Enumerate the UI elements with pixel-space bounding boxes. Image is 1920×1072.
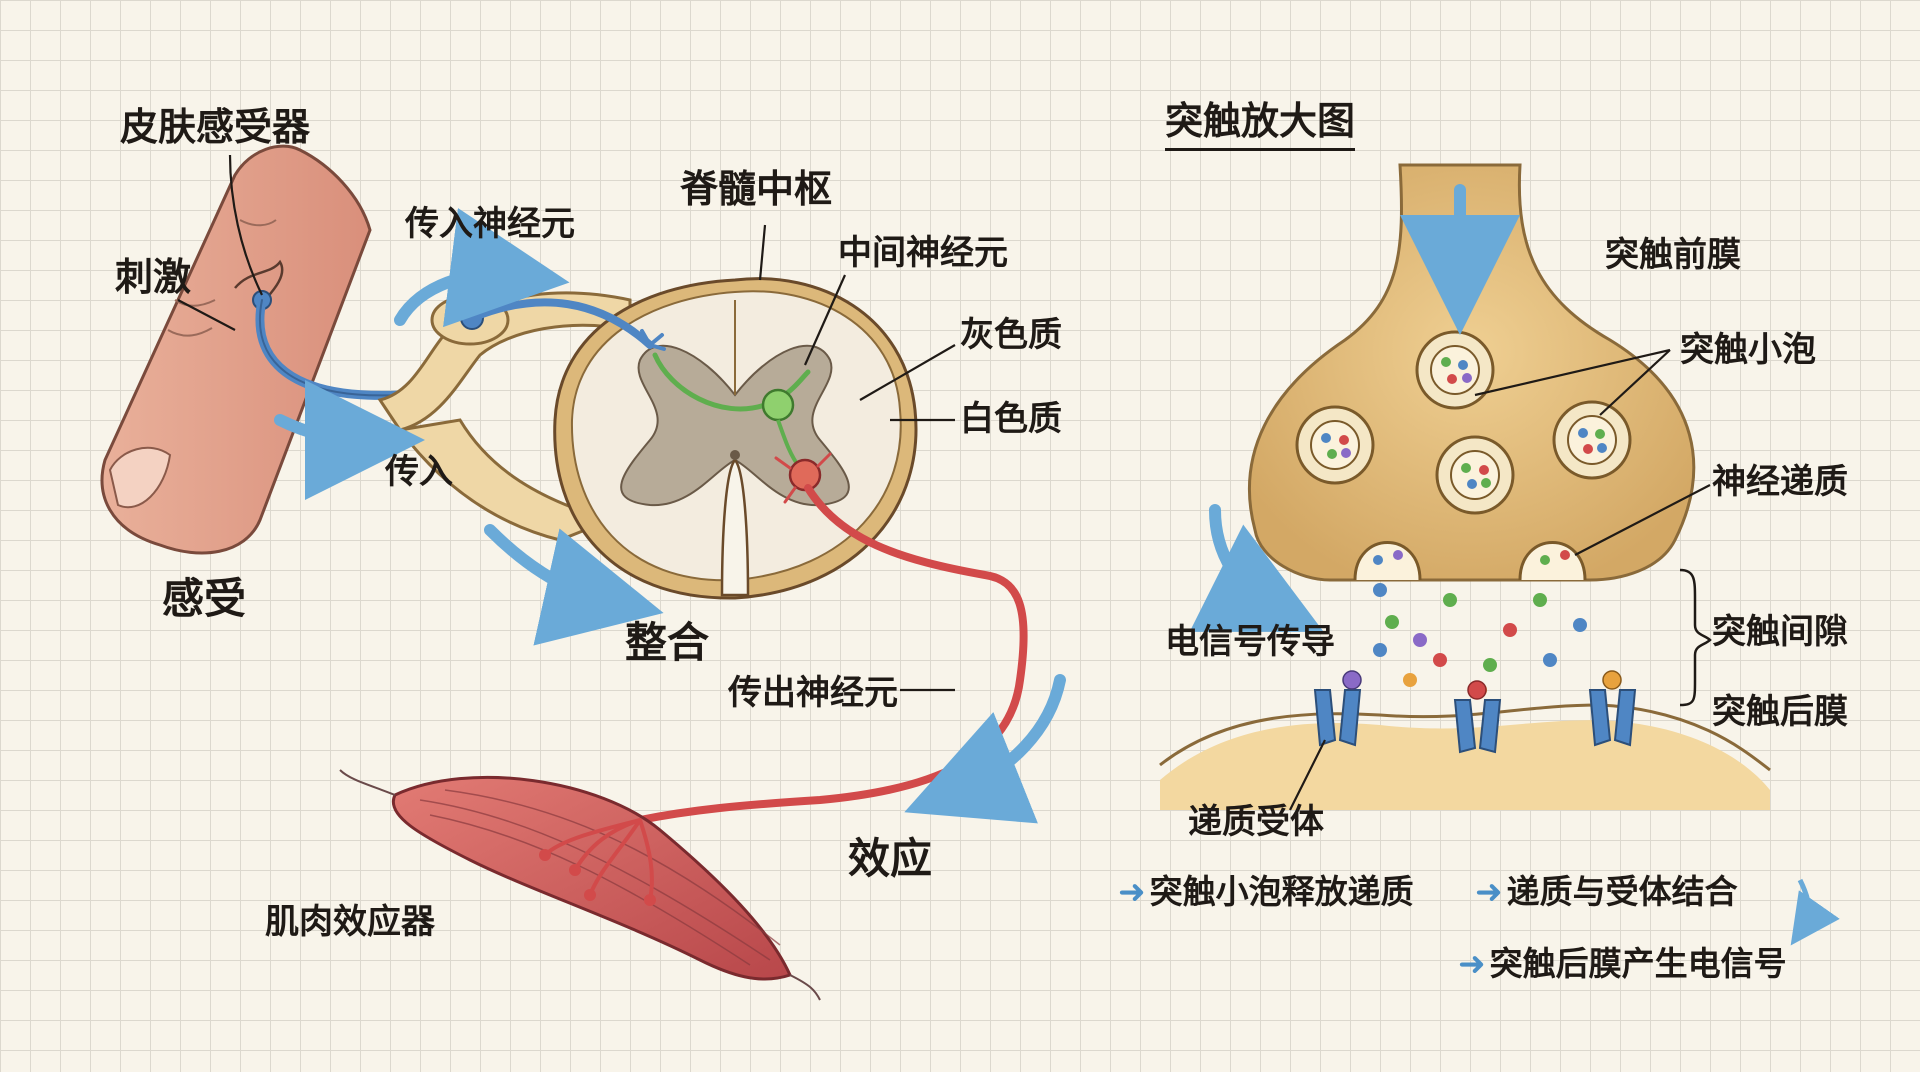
efferent-axon xyxy=(636,484,1028,824)
synapse-arrow-curve xyxy=(1189,504,1324,632)
synapse-leader-lines xyxy=(1289,348,1711,811)
label-receptor: 皮肤感受器 xyxy=(120,105,311,149)
label-interneuron: 中间神经元 xyxy=(838,233,1008,273)
vesicle xyxy=(1415,330,1495,410)
label-gray-matter: 灰色质 xyxy=(960,315,1062,355)
label-spinal-center: 脊髓中枢 xyxy=(680,167,833,211)
label-transmitter: 神经递质 xyxy=(1712,462,1848,502)
label-stimulus: 刺激 xyxy=(115,255,192,299)
label-efferent-neuron: 传出神经元 xyxy=(728,673,898,713)
label-vesicle: 突触小泡 xyxy=(1680,330,1816,370)
label-conduction: 电信号传导 xyxy=(1165,622,1335,662)
label-white-matter: 白色质 xyxy=(960,399,1062,439)
label-cleft: 突触间隙 xyxy=(1712,612,1848,652)
label-sensing: 感受 xyxy=(162,574,247,623)
finger xyxy=(100,144,372,555)
step-curve-arrow xyxy=(1790,878,1840,946)
label-afferent-neuron: 传入神经元 xyxy=(405,204,575,244)
label-postsynaptic: 突触后膜 xyxy=(1712,692,1848,732)
postsynaptic-membrane xyxy=(1159,703,1771,810)
label-integration: 整合 xyxy=(625,618,710,667)
receptor xyxy=(1313,670,1362,747)
synapse-title: 突触放大图 xyxy=(1165,102,1356,151)
label-afferent: 传入 xyxy=(385,452,453,492)
label-effector: 肌肉效应器 xyxy=(265,902,435,942)
label-effect: 效应 xyxy=(848,834,933,883)
interneuron-process xyxy=(652,352,811,412)
spinal-cord xyxy=(553,277,918,600)
step-3: ➜突触后膜产生电信号 xyxy=(1458,944,1787,983)
interneuron-body xyxy=(761,388,795,422)
label-presynaptic: 突触前膜 xyxy=(1605,235,1741,275)
vesicle xyxy=(1552,400,1632,480)
step-1: ➜突触小泡释放递质 xyxy=(1118,872,1414,911)
neurotransmitter-particles xyxy=(1373,583,1587,697)
vesicle xyxy=(1435,435,1515,515)
cleft-bracket xyxy=(1679,568,1712,707)
afferent-terminal xyxy=(640,329,666,351)
step-2: ➜递质与受体结合 xyxy=(1475,872,1738,911)
receptor xyxy=(1588,670,1637,747)
label-receptor-synapse: 递质受体 xyxy=(1188,802,1324,842)
muscle xyxy=(339,769,821,1001)
neuromuscular-junction xyxy=(539,818,656,906)
leader-lines xyxy=(177,154,956,692)
exocytosis-pocket xyxy=(1353,541,1587,581)
nerve-trunk xyxy=(377,291,632,432)
vesicle xyxy=(1295,405,1375,485)
receptor xyxy=(1453,680,1502,754)
flow-arrows xyxy=(274,208,1066,824)
